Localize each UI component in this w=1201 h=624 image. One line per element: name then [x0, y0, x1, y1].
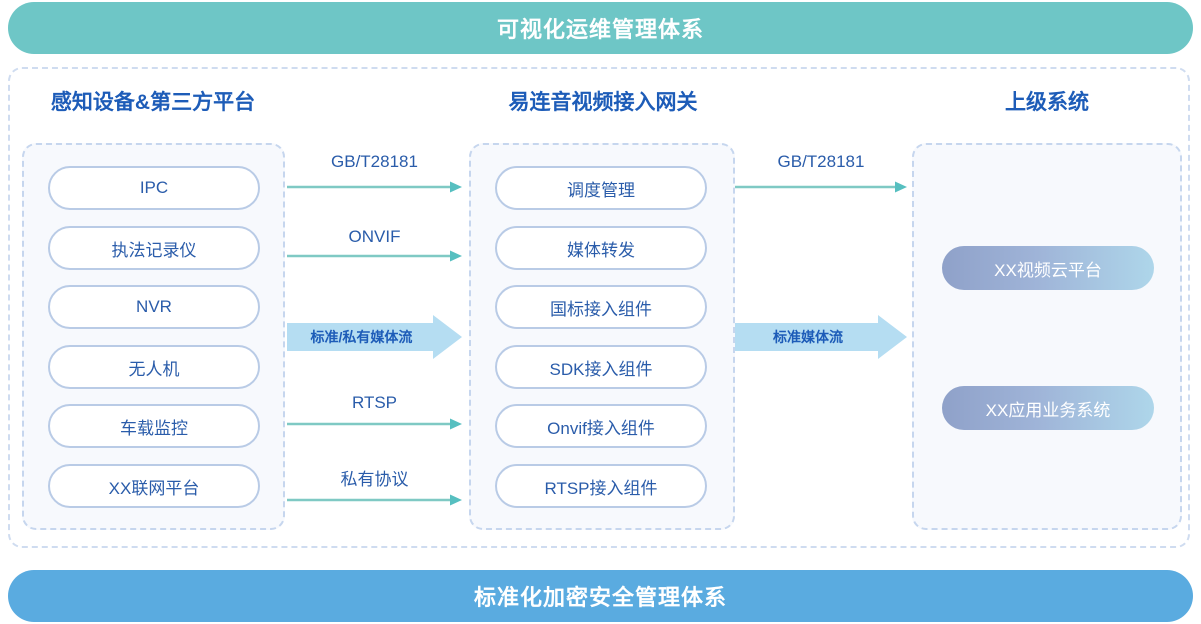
list-item[interactable]: Onvif接入组件 — [495, 404, 707, 448]
panel-upper-system — [912, 143, 1182, 530]
list-item[interactable]: SDK接入组件 — [495, 345, 707, 389]
list-item[interactable]: NVR — [48, 285, 260, 329]
connector-label-gbt28181-left: GB/T28181 — [331, 152, 418, 171]
list-item[interactable]: RTSP接入组件 — [495, 464, 707, 508]
bottom-banner: 标准化加密安全管理体系 — [8, 570, 1193, 622]
connector-label-rtsp: RTSP — [351, 393, 398, 412]
list-item[interactable]: 调度管理 — [495, 166, 707, 210]
column-title-sensing-devices: 感知设备&第三方平台 — [50, 91, 256, 114]
column-title-gateway: 易连音视频接入网关 — [508, 91, 698, 114]
arrow-icon-standard-private-media-stream: 标准/私有媒体流 — [287, 315, 462, 359]
top-banner-label: 可视化运维管理体系 — [496, 17, 704, 42]
connector-label-standard-media-stream: 标准媒体流 — [773, 329, 843, 345]
connector-label-private-protocol: 私有协议 — [340, 470, 409, 489]
list-item[interactable]: IPC — [48, 166, 260, 210]
list-item[interactable]: XX视频云平台 — [942, 246, 1154, 290]
connector-label-standard-private-media-stream: 标准/私有媒体流 — [310, 329, 413, 345]
arrow-icon-gbt28181-left — [287, 181, 462, 193]
bottom-banner-label: 标准化加密安全管理体系 — [473, 585, 727, 610]
arrow-icon-standard-media-stream: 标准媒体流 — [735, 315, 907, 359]
list-item[interactable]: 执法记录仪 — [48, 226, 260, 270]
connector-label-onvif: ONVIF — [348, 227, 401, 246]
list-item[interactable]: 媒体转发 — [495, 226, 707, 270]
arrow-icon-onvif — [287, 250, 462, 262]
column-title-upper-system: 上级系统 — [1005, 91, 1089, 114]
arrow-icon-rtsp — [287, 418, 462, 430]
list-item[interactable]: 国标接入组件 — [495, 285, 707, 329]
arrow-icon-gbt28181-right — [735, 181, 907, 193]
diagram-outer-frame — [8, 67, 1190, 548]
list-item[interactable]: 车载监控 — [48, 404, 260, 448]
list-item[interactable]: XX应用业务系统 — [942, 386, 1154, 430]
connector-label-gbt28181-right: GB/T28181 — [777, 152, 865, 171]
list-item[interactable]: 无人机 — [48, 345, 260, 389]
list-item[interactable]: XX联网平台 — [48, 464, 260, 508]
top-banner: 可视化运维管理体系 — [8, 2, 1193, 54]
arrow-icon-private-protocol — [287, 494, 462, 506]
